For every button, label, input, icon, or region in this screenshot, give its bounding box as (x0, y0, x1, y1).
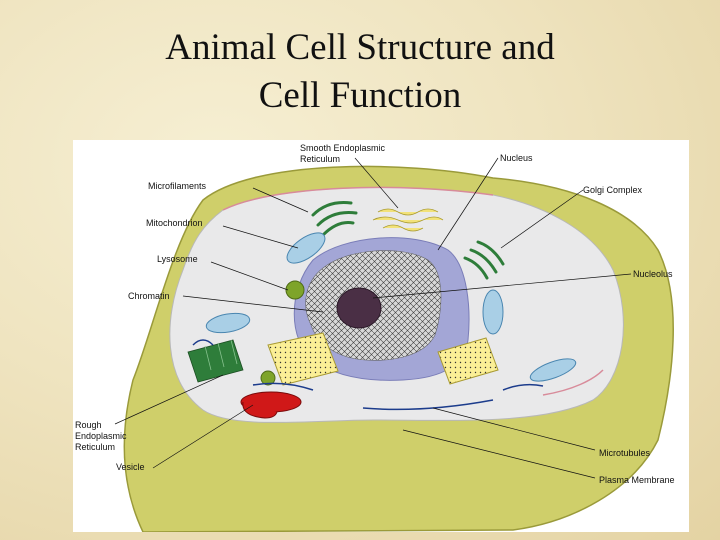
label-smooth-er-line-2: Reticulum (300, 154, 340, 164)
nucleolus-shape (336, 287, 382, 329)
membrane-rim-2 (542, 369, 604, 396)
golgi-shape-1 (311, 201, 358, 237)
leader-lines (114, 157, 632, 479)
label-microfilaments: Microfilaments (148, 181, 207, 191)
rough-er-yellow-right (437, 337, 499, 385)
label-mitochondrion: Mitochondrion (146, 218, 203, 228)
mitochondrion-shape (205, 232, 577, 382)
membrane-rim (222, 186, 494, 211)
label-vesicle: Vesicle (116, 462, 145, 472)
label-plasma-membrane: Plasma Membrane (599, 475, 675, 485)
label-rough-er-line-2: Endoplasmic (75, 431, 127, 441)
cell-diagram: Smooth Endoplasmic Reticulum Nucleus Gol… (73, 140, 689, 532)
slide-title-line-1: Animal Cell Structure and (165, 27, 555, 68)
label-chromatin: Chromatin (128, 291, 170, 301)
label-smooth-er-line-1: Smooth Endoplasmic (300, 143, 386, 153)
microtubules-shape (192, 339, 544, 411)
label-nucleolus: Nucleolus (633, 269, 673, 279)
label-microtubules: Microtubules (599, 448, 651, 458)
label-golgi-complex: Golgi Complex (583, 185, 643, 195)
golgi-shape-2 (463, 240, 505, 280)
label-rough-er-line-3: Reticulum (75, 442, 115, 452)
slide-title: Animal Cell Structure and Cell Function (0, 24, 720, 120)
label-rough-er-line-1: Rough (75, 420, 102, 430)
rough-er-yellow-left (267, 332, 339, 386)
cell-diagram-svg: Smooth Endoplasmic Reticulum Nucleus Gol… (75, 143, 675, 532)
lysosome-shape (285, 280, 305, 300)
label-nucleus: Nucleus (500, 153, 533, 163)
lysosome-shape-2 (260, 370, 276, 386)
slide-title-line-2: Cell Function (258, 75, 462, 116)
smooth-er-shape (372, 208, 444, 232)
label-lysosome: Lysosome (157, 254, 198, 264)
rough-er-shape (187, 339, 244, 383)
